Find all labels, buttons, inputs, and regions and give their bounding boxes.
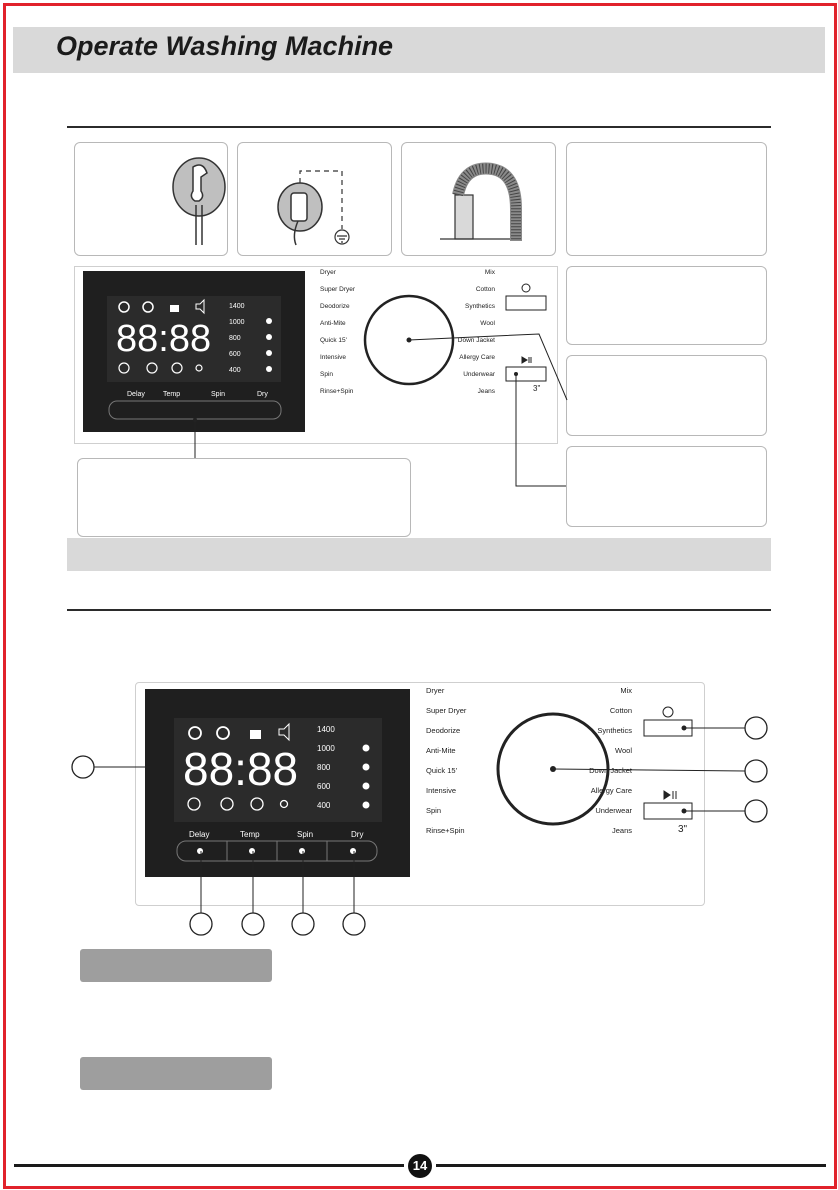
lower-prog-allergy-care: Allergy Care bbox=[591, 786, 632, 795]
lower-prog-jeans: Jeans bbox=[612, 826, 632, 835]
upper-power-button[interactable] bbox=[505, 295, 547, 311]
lower-time-digits: 88:88 bbox=[183, 743, 298, 795]
lower-prog-anti-mite: Anti-Mite bbox=[426, 746, 456, 755]
lower-speed-600: 600 bbox=[317, 782, 331, 791]
upper-prog-cotton: Cotton bbox=[476, 286, 496, 293]
lower-prog-quick: Quick 15' bbox=[426, 766, 458, 775]
lower-callouts bbox=[71, 716, 768, 936]
socket-box bbox=[237, 142, 392, 256]
time-digits: 88:88 bbox=[116, 318, 211, 360]
upper-prog-mix: Mix bbox=[485, 269, 496, 276]
note-band bbox=[67, 538, 771, 571]
section-tab-1 bbox=[80, 949, 272, 982]
upper-prog-rinse-spin: Rinse+Spin bbox=[320, 388, 354, 395]
upper-label-delay: Delay bbox=[127, 391, 145, 398]
lower-panel-frame bbox=[135, 682, 705, 906]
lower-speed-800: 800 bbox=[317, 763, 331, 772]
section-rule-top bbox=[67, 126, 771, 128]
lower-speed-1000: 1000 bbox=[317, 744, 335, 753]
upper-start-pause-icon bbox=[521, 356, 532, 364]
lower-prog-down-jacket: Down Jacket bbox=[589, 766, 633, 775]
upper-prog-down-jacket: Down Jacket bbox=[458, 337, 495, 344]
info-box-2 bbox=[566, 266, 767, 345]
lower-smile-icon bbox=[216, 726, 230, 740]
lower-prog-super-dryer: Super Dryer bbox=[426, 706, 467, 715]
smile-icon bbox=[142, 301, 154, 313]
page-frame bbox=[3, 3, 837, 1189]
upper-prog-intensive: Intensive bbox=[320, 354, 346, 361]
lower-temperature-icons bbox=[362, 744, 370, 809]
section-tab-2 bbox=[80, 1057, 272, 1090]
upper-display-panel: 88:88 1400 1000 800 600 400 Delay Temp S… bbox=[83, 271, 305, 432]
upper-prog-spin: Spin bbox=[320, 371, 333, 378]
lower-speed-1400: 1400 bbox=[317, 725, 335, 734]
speed-800: 800 bbox=[229, 335, 241, 342]
upper-prog-allergy-care: Allergy Care bbox=[459, 354, 495, 361]
lower-start-hold: 3" bbox=[678, 824, 688, 835]
upper-power-icon bbox=[521, 283, 531, 293]
lock-icon bbox=[170, 305, 179, 312]
phase-icons bbox=[118, 362, 203, 374]
info-box-1 bbox=[566, 142, 767, 256]
upper-start-hold: 3" bbox=[533, 384, 540, 393]
upper-prog-underwear: Underwear bbox=[463, 371, 496, 378]
lower-prog-dryer: Dryer bbox=[426, 686, 445, 695]
upper-prog-anti-mite: Anti-Mite bbox=[320, 320, 346, 327]
title-band bbox=[13, 27, 825, 73]
lower-prog-deodorize: Deodorize bbox=[426, 726, 460, 735]
lower-start-pause-icon bbox=[663, 790, 677, 800]
speed-1400: 1400 bbox=[229, 303, 245, 310]
lower-label-dry: Dry bbox=[351, 830, 363, 839]
upper-label-temp: Temp bbox=[163, 391, 180, 398]
drain-hose-box bbox=[401, 142, 556, 256]
footer-rule-left bbox=[14, 1164, 404, 1167]
lower-phase-icons bbox=[187, 797, 289, 811]
footer-rule-right bbox=[436, 1164, 826, 1167]
upper-prog-jeans: Jeans bbox=[478, 388, 496, 395]
upper-prog-deodorize: Deodorize bbox=[320, 303, 350, 310]
lower-prog-cotton: Cotton bbox=[610, 706, 632, 715]
faucet-box bbox=[74, 142, 228, 256]
faucet-icon bbox=[172, 157, 226, 245]
lower-prog-spin: Spin bbox=[426, 806, 441, 815]
temperature-icons bbox=[266, 318, 272, 372]
section-rule-middle bbox=[67, 609, 771, 611]
lower-lock-icon bbox=[250, 730, 261, 739]
upper-prog-quick: Quick 15' bbox=[320, 337, 347, 344]
lower-prog-mix: Mix bbox=[620, 686, 632, 695]
upper-prog-super-dryer: Super Dryer bbox=[320, 286, 356, 293]
page-title: Operate Washing Machine bbox=[56, 31, 394, 61]
lower-label-temp: Temp bbox=[240, 830, 260, 839]
drain-hose-icon bbox=[440, 162, 522, 241]
lower-clock-icon bbox=[188, 726, 202, 740]
info-box-4 bbox=[566, 446, 767, 527]
lower-label-spin: Spin bbox=[297, 830, 313, 839]
speed-600: 600 bbox=[229, 351, 241, 358]
lower-prog-synthetics: Synthetics bbox=[597, 726, 632, 735]
upper-prog-wool: Wool bbox=[480, 320, 495, 327]
lower-prog-wool: Wool bbox=[615, 746, 632, 755]
info-box-5 bbox=[77, 458, 411, 537]
lower-prog-intensive: Intensive bbox=[426, 786, 456, 795]
upper-leader-lines bbox=[193, 333, 568, 487]
speed-1000: 1000 bbox=[229, 319, 245, 326]
lower-prog-underwear: Underwear bbox=[595, 806, 632, 815]
upper-label-spin: Spin bbox=[211, 391, 225, 398]
lower-power-icon bbox=[662, 706, 674, 718]
earthed-socket-icon bbox=[277, 170, 350, 246]
lower-prog-rinse-spin: Rinse+Spin bbox=[426, 826, 465, 835]
clock-icon bbox=[118, 301, 130, 313]
upper-panel-frame bbox=[74, 266, 558, 444]
upper-prog-dryer: Dryer bbox=[320, 269, 337, 276]
page-number: 14 bbox=[408, 1154, 432, 1178]
lower-label-delay: Delay bbox=[189, 830, 209, 839]
lower-mute-icon bbox=[278, 722, 290, 742]
speed-400: 400 bbox=[229, 367, 241, 374]
mute-icon bbox=[195, 298, 205, 315]
upper-label-dry: Dry bbox=[257, 391, 268, 398]
upper-prog-synthetics: Synthetics bbox=[465, 303, 496, 310]
info-box-3 bbox=[566, 355, 767, 436]
lower-speed-400: 400 bbox=[317, 801, 331, 810]
lower-display-panel: 88:88 1400 1000 800 600 400 Delay Temp S… bbox=[145, 689, 410, 877]
